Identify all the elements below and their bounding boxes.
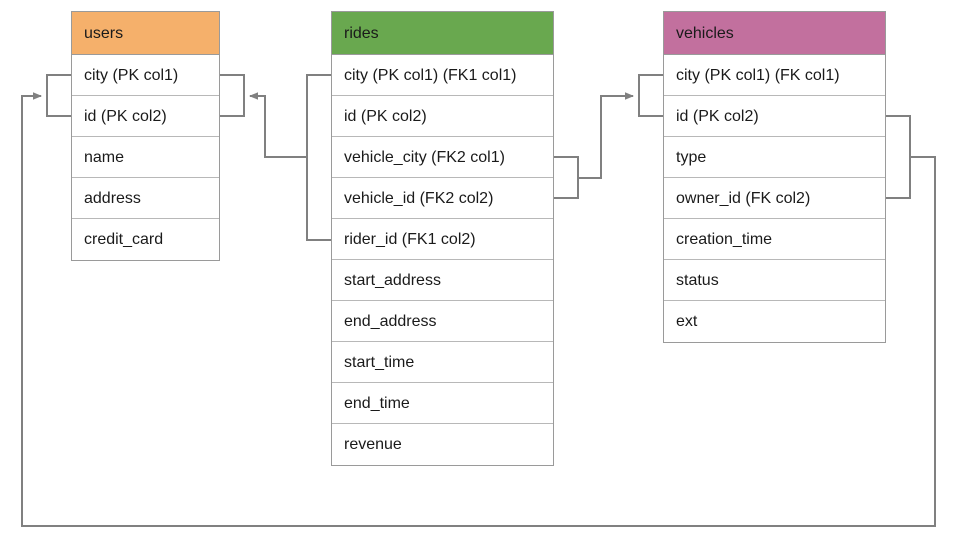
- field-rides-revenue: revenue: [344, 436, 402, 453]
- field-vehicles-id: id (PK col2): [664, 96, 885, 137]
- field-vehicles-type: type: [664, 137, 885, 178]
- bracket-vehicles-right: [886, 115, 911, 199]
- bracket-users-right: [220, 74, 245, 117]
- field-users-credit-card: credit_card: [84, 231, 164, 248]
- field-rides-id: id (PK col2): [332, 96, 553, 137]
- field-users-address: address: [72, 178, 219, 219]
- bracket-rides-left: [306, 74, 331, 241]
- entity-table-users[interactable]: users city (PK col1) id (PK col2) name a…: [71, 11, 220, 261]
- field-rides-start-time: start_time: [332, 342, 553, 383]
- field-vehicles-status: status: [664, 260, 885, 301]
- field-rides-vehicle-city: vehicle_city (FK2 col1): [332, 137, 553, 178]
- entity-table-vehicles[interactable]: vehicles city (PK col1) (FK col1) id (PK…: [663, 11, 886, 343]
- field-vehicles-creation-time: creation_time: [664, 219, 885, 260]
- entity-header-rides: rides: [332, 12, 553, 55]
- entity-header-vehicles: vehicles: [664, 12, 885, 55]
- field-vehicles-ext: ext: [676, 313, 698, 330]
- bracket-vehicles-left: [638, 74, 663, 117]
- field-rides-start-address: start_address: [332, 260, 553, 301]
- field-users-city: city (PK col1): [72, 55, 219, 96]
- connector-rides-fk1-to-users: [249, 92, 307, 158]
- field-vehicles-city: city (PK col1) (FK col1): [664, 55, 885, 96]
- field-rides-vehicle-id: vehicle_id (FK2 col2): [332, 178, 553, 219]
- connector-rides-fk2-to-vehicles: [578, 92, 634, 179]
- bracket-rides-right: [554, 156, 579, 199]
- field-rides-end-address: end_address: [332, 301, 553, 342]
- field-users-name: name: [72, 137, 219, 178]
- bracket-users-left: [46, 74, 71, 117]
- field-rides-end-time: end_time: [332, 383, 553, 424]
- field-rides-rider-id: rider_id (FK1 col2): [332, 219, 553, 260]
- field-rides-city: city (PK col1) (FK1 col1): [332, 55, 553, 96]
- entity-table-rides[interactable]: rides city (PK col1) (FK1 col1) id (PK c…: [331, 11, 554, 466]
- field-users-id: id (PK col2): [72, 96, 219, 137]
- entity-header-users: users: [72, 12, 219, 55]
- field-vehicles-owner-id: owner_id (FK col2): [664, 178, 885, 219]
